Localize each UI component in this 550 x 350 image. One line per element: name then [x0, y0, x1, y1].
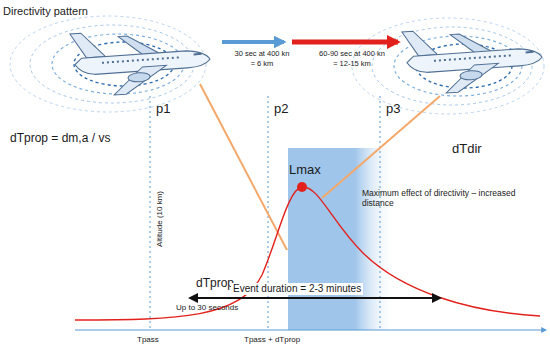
- directivity-note: Maximum effect of directivity – increase…: [362, 189, 544, 209]
- noise-curve: [75, 187, 540, 320]
- sound-ray: [200, 84, 287, 250]
- position-label: p1: [156, 102, 170, 117]
- delay-label: dTprop: [196, 277, 234, 291]
- duration-arrow: [190, 297, 440, 299]
- airplane-right: [402, 22, 544, 95]
- axis-note: Altitude (10 km): [155, 191, 164, 247]
- segment-label: = 6 km: [251, 60, 274, 69]
- position-label: p3: [386, 102, 400, 117]
- marker-line: [380, 96, 381, 330]
- segment-label: 30 sec at 400 kn: [234, 50, 289, 59]
- segment-arrow-red: [292, 40, 398, 45]
- directivity-contours: [352, 18, 544, 114]
- delay-label: dTdir: [452, 142, 482, 157]
- time-label: Tpass: [137, 335, 159, 344]
- time-markers: [150, 96, 380, 330]
- segment-label: = 12-15 km: [333, 60, 371, 69]
- segment-arrow-blue: [222, 40, 284, 44]
- time-label: Tpass + dTprop: [244, 335, 300, 344]
- lmax-label: Lmax: [289, 163, 321, 178]
- lmax-point: [297, 182, 307, 192]
- duration-label: Event duration = 2-3 minutes: [231, 283, 363, 295]
- time-axis: [75, 329, 546, 330]
- formula: dTprop = dm,a / vs: [10, 132, 110, 146]
- sound-ray: [322, 96, 440, 198]
- airplane-left: [70, 24, 212, 97]
- position-label: p2: [274, 102, 288, 117]
- marker-line: [150, 96, 151, 330]
- contour: [352, 18, 544, 114]
- segment-label: 60-90 sec at 400 kn: [319, 50, 385, 59]
- figure-heading: Directivity pattern: [3, 5, 88, 18]
- time-note: Up to 30 seconds: [176, 303, 238, 312]
